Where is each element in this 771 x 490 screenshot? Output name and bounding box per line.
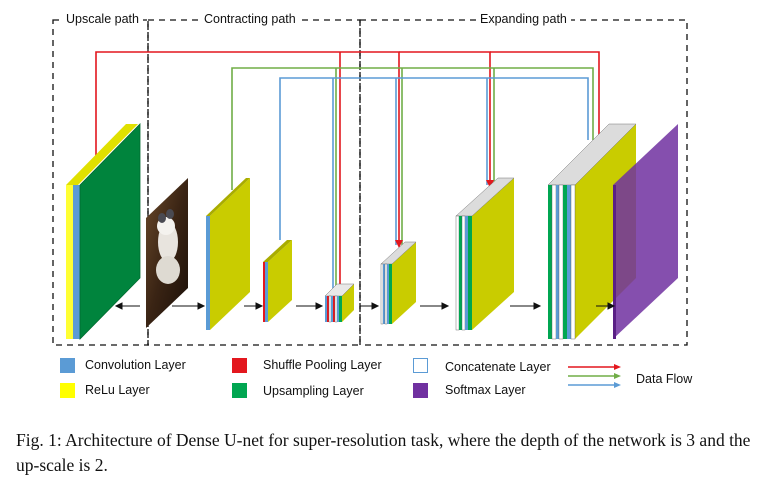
skip-connection-blue — [279, 77, 589, 240]
softmax-block — [613, 124, 678, 339]
skip-connections — [95, 51, 600, 290]
forward-arrows — [114, 302, 616, 310]
legend-swatch-shuffle-pooling — [232, 358, 247, 373]
legend-concatenate-label: Concatenate Layer — [445, 360, 551, 374]
legend-convolution-label: Convolution Layer — [85, 358, 186, 372]
skip-connection-red-2 — [399, 51, 491, 185]
skip-connection-green — [231, 67, 594, 190]
data-flow-legend-arrows — [568, 364, 621, 388]
expanding-block-2 — [455, 177, 515, 331]
contracting-block-2 — [263, 240, 292, 322]
legend-relu-label: ReLu Layer — [85, 383, 150, 397]
legend-softmax: Softmax Layer — [445, 383, 526, 397]
arrowhead-red-1 — [395, 240, 403, 248]
legend-swatch-upsampling — [232, 383, 247, 398]
contracting-path-label: Contracting path — [200, 12, 300, 26]
legend-upsampling: Upsampling Layer — [263, 384, 364, 398]
architecture-diagram: Upscale path Contracting path Expanding … — [52, 12, 693, 398]
expanding-block-1 — [380, 241, 417, 325]
legend-convolution: Convolution Layer — [85, 358, 186, 372]
figure-caption: Fig. 1: Architecture of Dense U-net for … — [16, 430, 751, 475]
legend-upsampling-label: Upsampling Layer — [263, 384, 364, 398]
legend-shuffle-pooling-label: Shuffle Pooling Layer — [263, 358, 382, 372]
expanding-path-box — [359, 19, 688, 346]
upscale-block — [66, 123, 141, 340]
diagram-canvas — [52, 19, 688, 398]
legend-swatch-convolution — [60, 358, 75, 373]
legend-softmax-label: Softmax Layer — [445, 383, 526, 397]
contracting-block-1 — [206, 178, 250, 330]
contracting-path-box — [147, 19, 361, 346]
arrowhead-red-2 — [486, 180, 494, 188]
legend-swatch-relu — [60, 383, 75, 398]
legend-data-flow-label: Data Flow — [636, 372, 693, 386]
legend-shuffle-pooling: Shuffle Pooling Layer — [263, 358, 382, 372]
legend-swatch-softmax — [413, 383, 428, 398]
skip-connection-red-3 — [490, 51, 600, 150]
contracting-block-3 — [324, 283, 355, 323]
legend-relu: ReLu Layer — [85, 383, 150, 397]
expanding-path-label: Expanding path — [476, 12, 571, 26]
legend-concatenate: Concatenate Layer — [445, 360, 551, 374]
legend-swatch-concatenate — [413, 358, 428, 373]
skip-connection-red — [95, 51, 400, 245]
upscale-path-label: Upscale path — [62, 12, 143, 26]
input-image — [146, 178, 188, 328]
